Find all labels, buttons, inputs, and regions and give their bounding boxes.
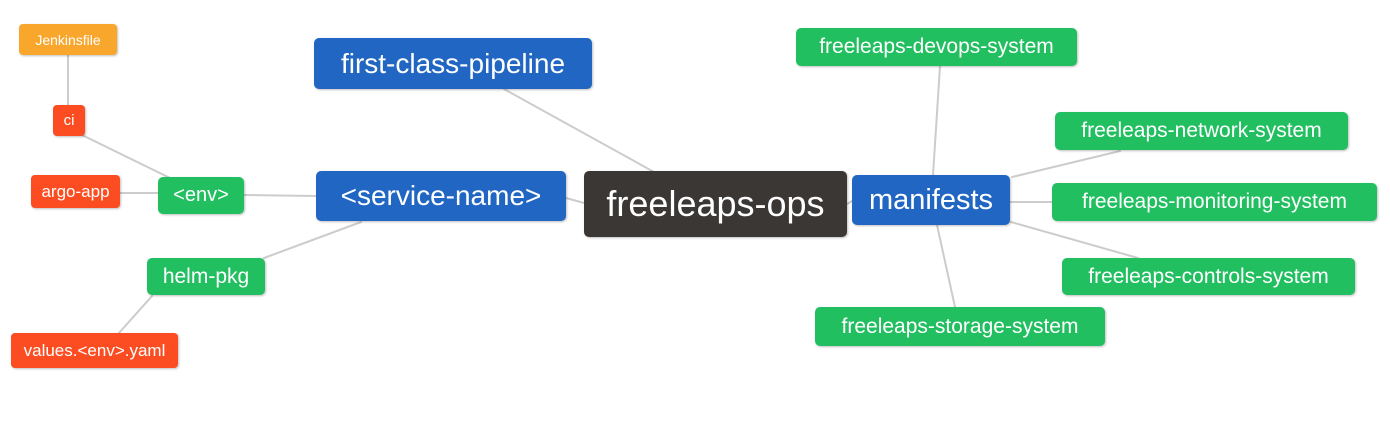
node-first-class-pipeline[interactable]: first-class-pipeline xyxy=(314,38,592,89)
edge-ci-env xyxy=(79,133,171,179)
edge-root-manifests xyxy=(846,200,853,205)
node-freeleaps-ops-root[interactable]: freeleaps-ops xyxy=(584,171,847,237)
edge-manifests-network xyxy=(1011,150,1121,178)
node-freeleaps-monitoring-system[interactable]: freeleaps-monitoring-system xyxy=(1052,183,1377,221)
node-freeleaps-devops-system[interactable]: freeleaps-devops-system xyxy=(796,28,1077,66)
node-values-env-yaml[interactable]: values.<env>.yaml xyxy=(11,333,178,368)
edge-manifests-storage xyxy=(936,224,956,308)
edge-servicename-root xyxy=(565,197,585,204)
node-helm-pkg[interactable]: helm-pkg xyxy=(147,258,265,295)
edge-pipeline-root xyxy=(503,88,655,173)
node-jenkinsfile[interactable]: Jenkinsfile xyxy=(19,24,117,55)
node-freeleaps-storage-system[interactable]: freeleaps-storage-system xyxy=(815,307,1105,346)
node-service-name[interactable]: <service-name> xyxy=(316,171,566,221)
node-freeleaps-controls-system[interactable]: freeleaps-controls-system xyxy=(1062,258,1355,295)
edge-manifests-devops xyxy=(932,65,941,176)
node-argo-app[interactable]: argo-app xyxy=(31,175,120,208)
edge-helmpkg-servicename xyxy=(263,221,362,259)
node-env[interactable]: <env> xyxy=(158,177,244,214)
edge-env-servicename xyxy=(243,194,317,197)
node-manifests[interactable]: manifests xyxy=(852,175,1010,225)
node-freeleaps-network-system[interactable]: freeleaps-network-system xyxy=(1055,112,1348,150)
edge-values-helmpkg xyxy=(118,295,153,334)
edge-manifests-controls xyxy=(1010,221,1139,259)
node-ci[interactable]: ci xyxy=(53,105,85,136)
